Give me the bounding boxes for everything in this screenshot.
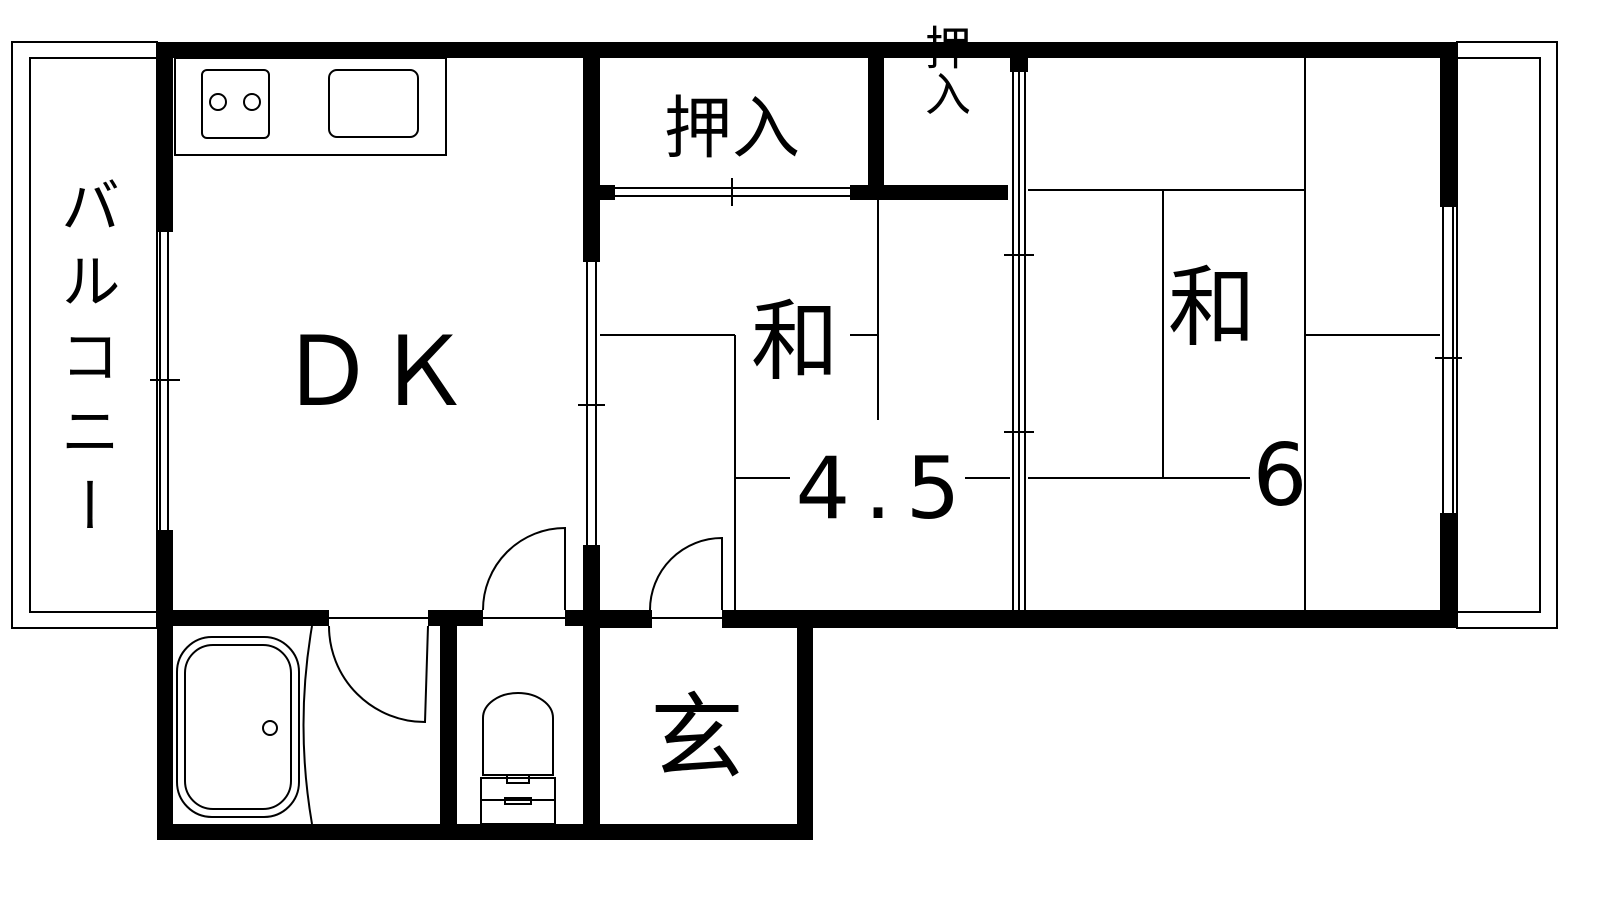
- room-size-washitsu-small: 4.5: [796, 439, 961, 539]
- bathtub-icon: [176, 625, 313, 825]
- sink-icon: [328, 69, 419, 138]
- room-label-washitsu-small: 和: [751, 290, 839, 393]
- room-label-entrance: 玄: [650, 684, 744, 793]
- windows: [150, 72, 1462, 612]
- kitchen-counter: [174, 57, 447, 156]
- room-size-washitsu-large: 6: [1253, 426, 1308, 526]
- balcony-right: [1456, 41, 1558, 629]
- room-label-dk: ＤＫ: [279, 316, 471, 428]
- room-label-closet-1: 押入: [664, 90, 800, 169]
- balcony-left: [11, 41, 158, 629]
- room-label-closet-2: 押入: [918, 24, 972, 116]
- stove-icon: [201, 69, 270, 139]
- room-label-washitsu-large: 和: [1168, 256, 1256, 359]
- walls: [157, 42, 1457, 840]
- toilet-icon: [480, 692, 556, 825]
- doors: [328, 526, 723, 724]
- room-label-balcony: バルコニー: [50, 175, 120, 535]
- tatami-lines: [600, 58, 1440, 610]
